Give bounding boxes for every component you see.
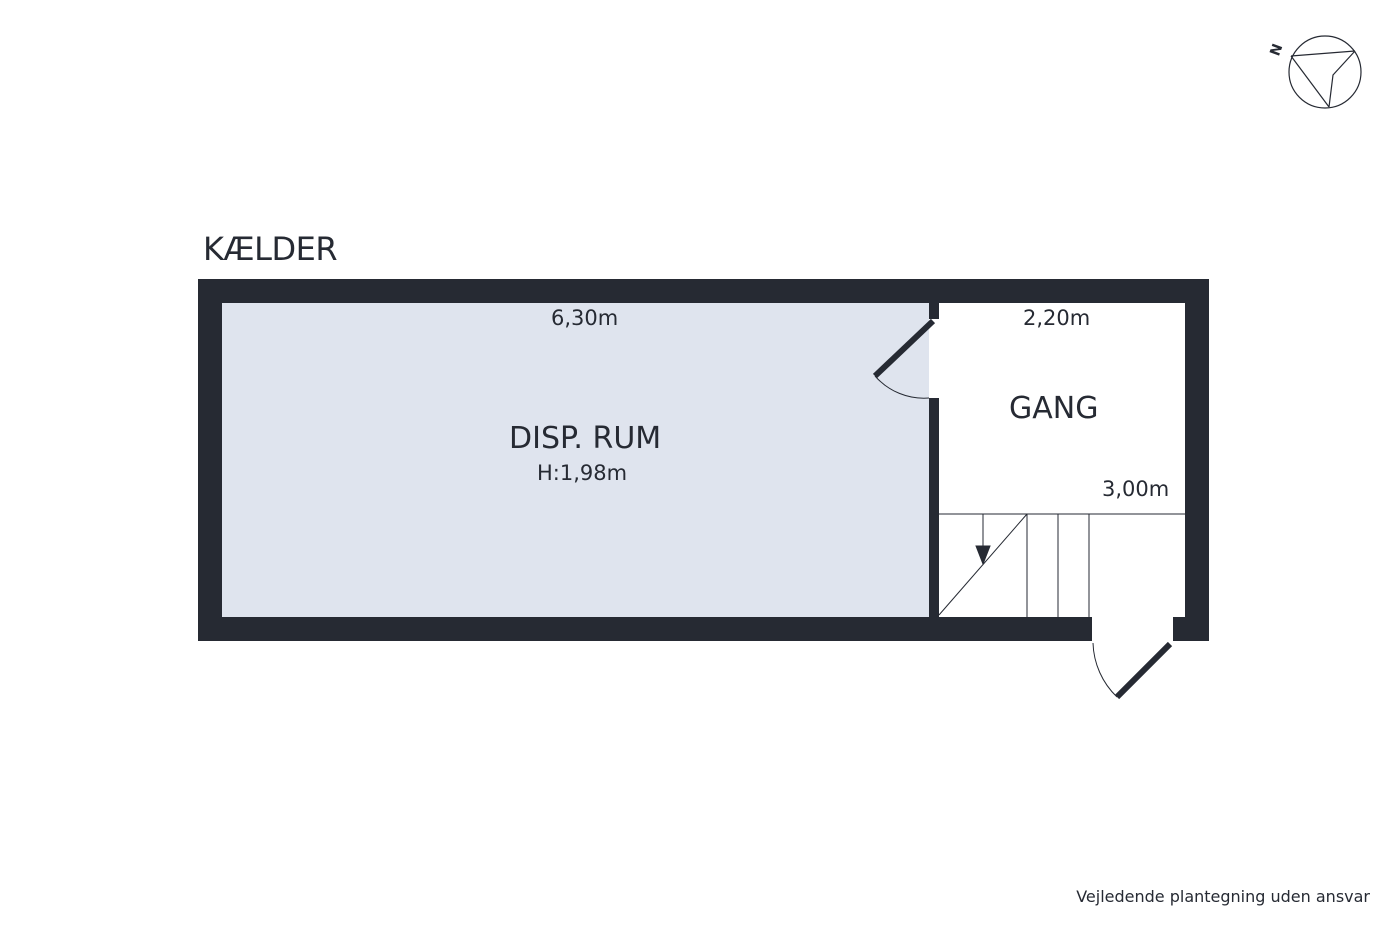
stair-direction-arrow-icon (975, 545, 991, 566)
compass-icon (1288, 35, 1362, 109)
entrance-door (1092, 641, 1173, 700)
disp-rum-label: DISP. RUM (509, 421, 662, 456)
disp-rum-height: H:1,98m (537, 461, 628, 485)
disclaimer: Vejledende plantegning uden ansvar (1076, 887, 1370, 906)
walls (198, 279, 1209, 641)
floor-label: KÆLDER (203, 230, 338, 268)
gang-length: 3,00m (1102, 477, 1170, 501)
gang-label: GANG (1009, 391, 1099, 426)
disp-rum-width: 6,30m (551, 306, 619, 330)
gang-width: 2,20m (1023, 306, 1091, 330)
inner-door (872, 318, 936, 399)
staircase (938, 513, 1185, 617)
disp-rum-floor (222, 303, 929, 617)
